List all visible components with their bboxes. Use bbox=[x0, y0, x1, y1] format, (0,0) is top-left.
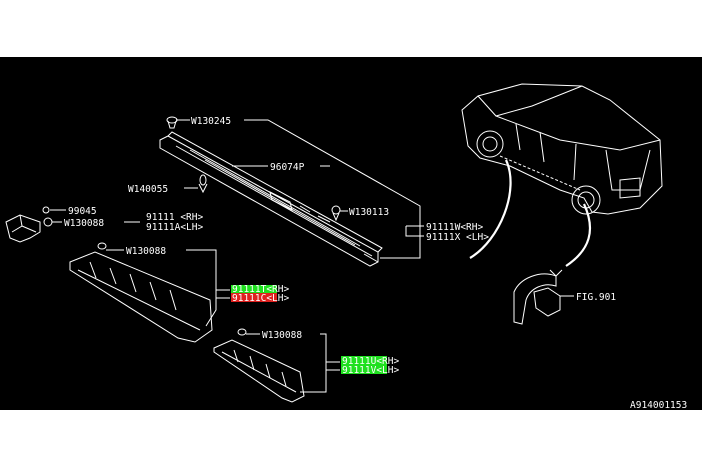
label-91111t-rh[interactable]: 91111T<RH> bbox=[232, 284, 289, 295]
clip-w130113-icon bbox=[331, 205, 341, 222]
label-99045[interactable]: 99045 bbox=[68, 206, 97, 217]
label-91111x-lh[interactable]: 91111X <LH> bbox=[426, 232, 489, 243]
label-w130245[interactable]: W130245 bbox=[191, 116, 231, 127]
vehicle-outline-drawing bbox=[461, 83, 663, 215]
label-91111c-lh[interactable]: 91111C<LH> bbox=[232, 293, 289, 304]
fig901-detail-drawing bbox=[513, 269, 563, 325]
label-fig901[interactable]: FIG.901 bbox=[576, 292, 616, 303]
label-w130088-c[interactable]: W130088 bbox=[262, 330, 302, 341]
highlight-91111t bbox=[231, 285, 277, 293]
label-91111u-rh[interactable]: 91111U<RH> bbox=[342, 356, 399, 367]
label-w130113[interactable]: W130113 bbox=[349, 207, 389, 218]
diagram-background bbox=[0, 57, 702, 410]
mud-guard-front-drawing bbox=[69, 242, 213, 343]
label-91111w-rh[interactable]: 91111W<RH> bbox=[426, 222, 483, 233]
highlight-91111c bbox=[231, 293, 277, 302]
label-91111v-lh[interactable]: 91111V<LH> bbox=[342, 365, 399, 376]
label-91111-rh[interactable]: 91111 <RH> bbox=[146, 212, 203, 223]
highlight-91111u bbox=[341, 356, 387, 365]
callout-arrow-rear bbox=[565, 203, 592, 267]
label-w130088-a[interactable]: W130088 bbox=[64, 218, 104, 229]
callout-arrow-front bbox=[469, 159, 512, 259]
clip-w140055-icon bbox=[198, 174, 208, 194]
label-w140055[interactable]: W140055 bbox=[128, 184, 168, 195]
label-91111a-lh[interactable]: 91111A<LH> bbox=[146, 222, 203, 233]
label-w130088-b[interactable]: W130088 bbox=[126, 246, 166, 257]
label-96074p[interactable]: 96074P bbox=[270, 162, 305, 173]
highlight-91111v bbox=[341, 365, 387, 374]
drawing-code: A914001153 bbox=[630, 400, 687, 411]
mud-guard-rear-drawing bbox=[213, 328, 305, 403]
leader-lines bbox=[50, 119, 574, 393]
side-sill-cover-drawing bbox=[159, 131, 383, 267]
